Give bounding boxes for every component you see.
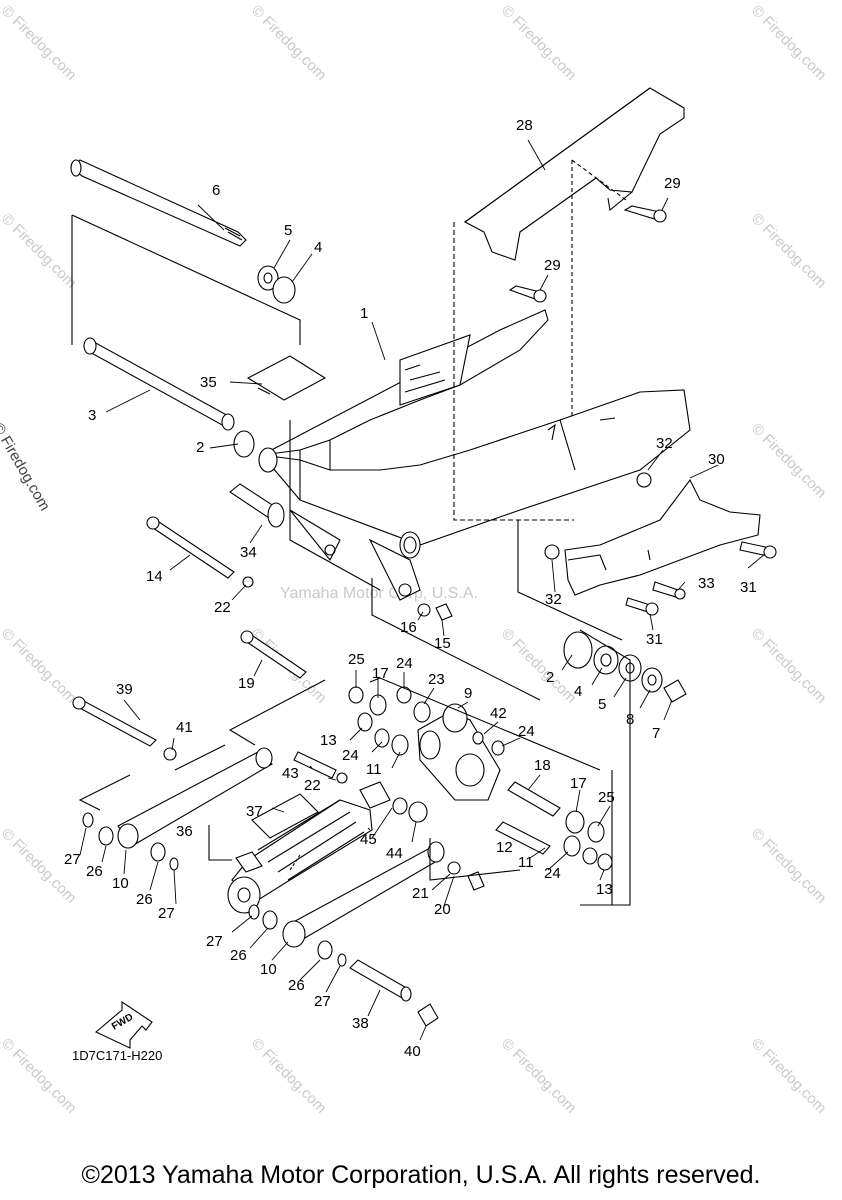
callout-32: 32 xyxy=(545,591,562,608)
group-lines xyxy=(71,214,631,906)
callout-26: 26 xyxy=(230,947,247,964)
fwd-arrow-icon: FWD xyxy=(94,1000,153,1049)
callout-5: 5 xyxy=(598,696,607,713)
copyright-footer: ©2013 Yamaha Motor Corporation, U.S.A. A… xyxy=(81,1161,761,1189)
callout-22: 22 xyxy=(214,599,231,616)
callout-25: 25 xyxy=(348,651,365,668)
callout-25: 25 xyxy=(598,789,615,806)
callout-32: 32 xyxy=(656,435,673,452)
callout-38: 38 xyxy=(352,1015,369,1032)
callout-12: 12 xyxy=(496,839,513,856)
callout-8: 8 xyxy=(626,711,635,728)
callout-23: 23 xyxy=(428,671,445,688)
callout-17: 17 xyxy=(570,775,587,792)
callout-10: 10 xyxy=(112,875,129,892)
callout-30: 30 xyxy=(708,451,725,468)
callout-2: 2 xyxy=(196,439,205,456)
connecting-rod xyxy=(117,747,445,948)
callout-7: 7 xyxy=(652,725,661,742)
callout-45: 45 xyxy=(360,831,377,848)
callout-20: 20 xyxy=(434,901,451,918)
callout-27: 27 xyxy=(64,851,81,868)
plate-35 xyxy=(246,355,327,401)
collar-3 xyxy=(83,337,235,431)
callout-35: 35 xyxy=(200,374,217,391)
callout-13: 13 xyxy=(320,732,337,749)
callout-15: 15 xyxy=(434,635,451,652)
callout-34: 34 xyxy=(240,544,257,561)
callout-16: 16 xyxy=(400,619,417,636)
callout-24: 24 xyxy=(518,723,535,740)
chain-case xyxy=(463,87,685,420)
callout-26: 26 xyxy=(288,977,305,994)
callout-28: 28 xyxy=(516,117,533,134)
callout-6: 6 xyxy=(212,182,221,199)
bushing-34 xyxy=(229,483,285,528)
callout-24: 24 xyxy=(396,655,413,672)
callout-40: 40 xyxy=(404,1043,421,1060)
callout-11: 11 xyxy=(366,761,382,778)
callout-19: 19 xyxy=(238,675,255,692)
leader-lines xyxy=(79,139,766,1041)
pivot-shaft xyxy=(70,159,247,247)
bolt-31 xyxy=(625,541,777,616)
callout-13: 13 xyxy=(596,881,613,898)
callout-43: 43 xyxy=(282,765,299,782)
callout-3: 3 xyxy=(88,407,97,424)
callout-42: 42 xyxy=(490,705,507,722)
callout-11: 11 xyxy=(518,854,534,871)
chain-guard xyxy=(564,478,761,596)
callout-27: 27 xyxy=(314,993,331,1010)
bolt-14 xyxy=(146,516,235,579)
callout-33: 33 xyxy=(698,575,715,592)
callout-31: 31 xyxy=(740,579,757,596)
callout-17: 17 xyxy=(372,665,389,682)
callout-21: 21 xyxy=(412,885,429,902)
callout-36: 36 xyxy=(176,823,193,840)
bolt-39 xyxy=(72,696,157,747)
callout-1: 1 xyxy=(360,305,369,322)
callout-41: 41 xyxy=(176,719,193,736)
callout-9: 9 xyxy=(464,685,473,702)
collar-38 xyxy=(349,959,439,1027)
callout-10: 10 xyxy=(260,961,277,978)
callout-44: 44 xyxy=(386,845,403,862)
callout-29: 29 xyxy=(544,257,561,274)
callout-24: 24 xyxy=(544,865,561,882)
diagram-code: 1D7C171-H220 xyxy=(72,1048,163,1063)
callout-22: 22 xyxy=(304,777,321,794)
callout-4: 4 xyxy=(574,683,583,700)
spacers xyxy=(82,747,485,967)
callout-2: 2 xyxy=(546,669,555,686)
callout-37: 37 xyxy=(246,803,263,820)
callout-31: 31 xyxy=(646,631,663,648)
callout-26: 26 xyxy=(136,891,153,908)
callout-27: 27 xyxy=(158,905,175,922)
callout-26: 26 xyxy=(86,863,103,880)
callout-18: 18 xyxy=(534,757,551,774)
watermark-center: Yamaha Motor Corp, U.S.A. xyxy=(280,585,478,602)
callout-14: 14 xyxy=(146,568,163,585)
bolt-29 xyxy=(508,205,667,303)
callout-4: 4 xyxy=(314,239,323,256)
bolt-19 xyxy=(240,630,307,679)
swingarm xyxy=(258,309,691,601)
callout-27: 27 xyxy=(206,933,223,950)
callout-39: 39 xyxy=(116,681,133,698)
callout-5: 5 xyxy=(284,222,293,239)
callout-24: 24 xyxy=(342,747,359,764)
callout-29: 29 xyxy=(664,175,681,192)
shock-absorber xyxy=(227,793,373,914)
